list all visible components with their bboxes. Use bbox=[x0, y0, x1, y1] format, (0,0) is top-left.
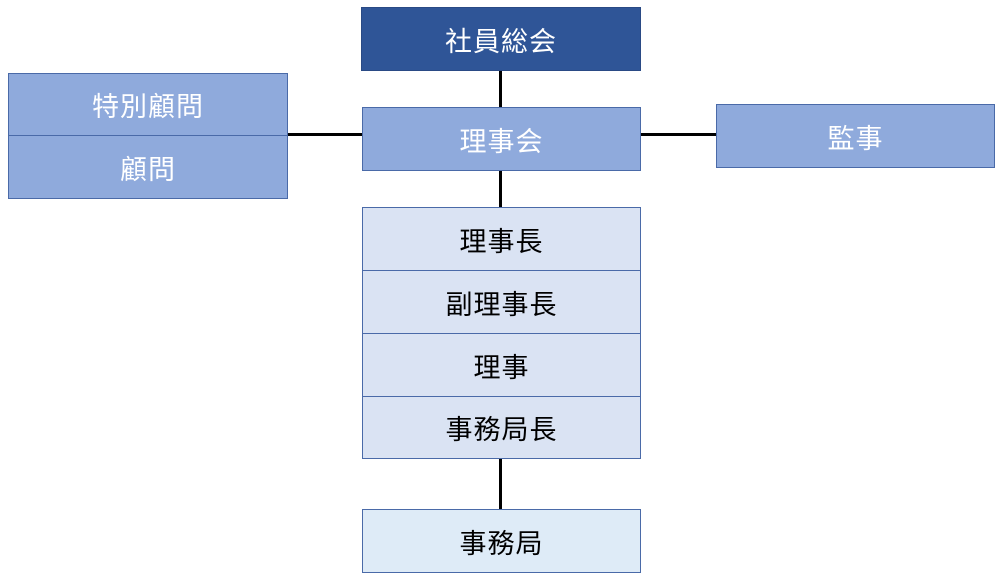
connector-assembly-board bbox=[499, 70, 502, 108]
node-general-assembly: 社員総会 bbox=[361, 7, 641, 71]
node-chairman: 理事長 bbox=[362, 207, 641, 271]
connector-advisors-board bbox=[287, 133, 363, 136]
node-secretary-general: 事務局長 bbox=[362, 396, 641, 459]
node-board: 理事会 bbox=[362, 107, 641, 171]
node-auditor: 監事 bbox=[716, 104, 995, 168]
node-secretariat: 事務局 bbox=[362, 509, 641, 573]
connector-board-auditor bbox=[640, 133, 717, 136]
connector-officers-secretariat bbox=[499, 458, 502, 510]
node-vice-chairman: 副理事長 bbox=[362, 270, 641, 334]
node-advisor: 顧問 bbox=[8, 135, 288, 199]
node-director: 理事 bbox=[362, 333, 641, 397]
node-special-advisor: 特別顧問 bbox=[8, 73, 288, 136]
connector-board-officers bbox=[499, 170, 502, 208]
